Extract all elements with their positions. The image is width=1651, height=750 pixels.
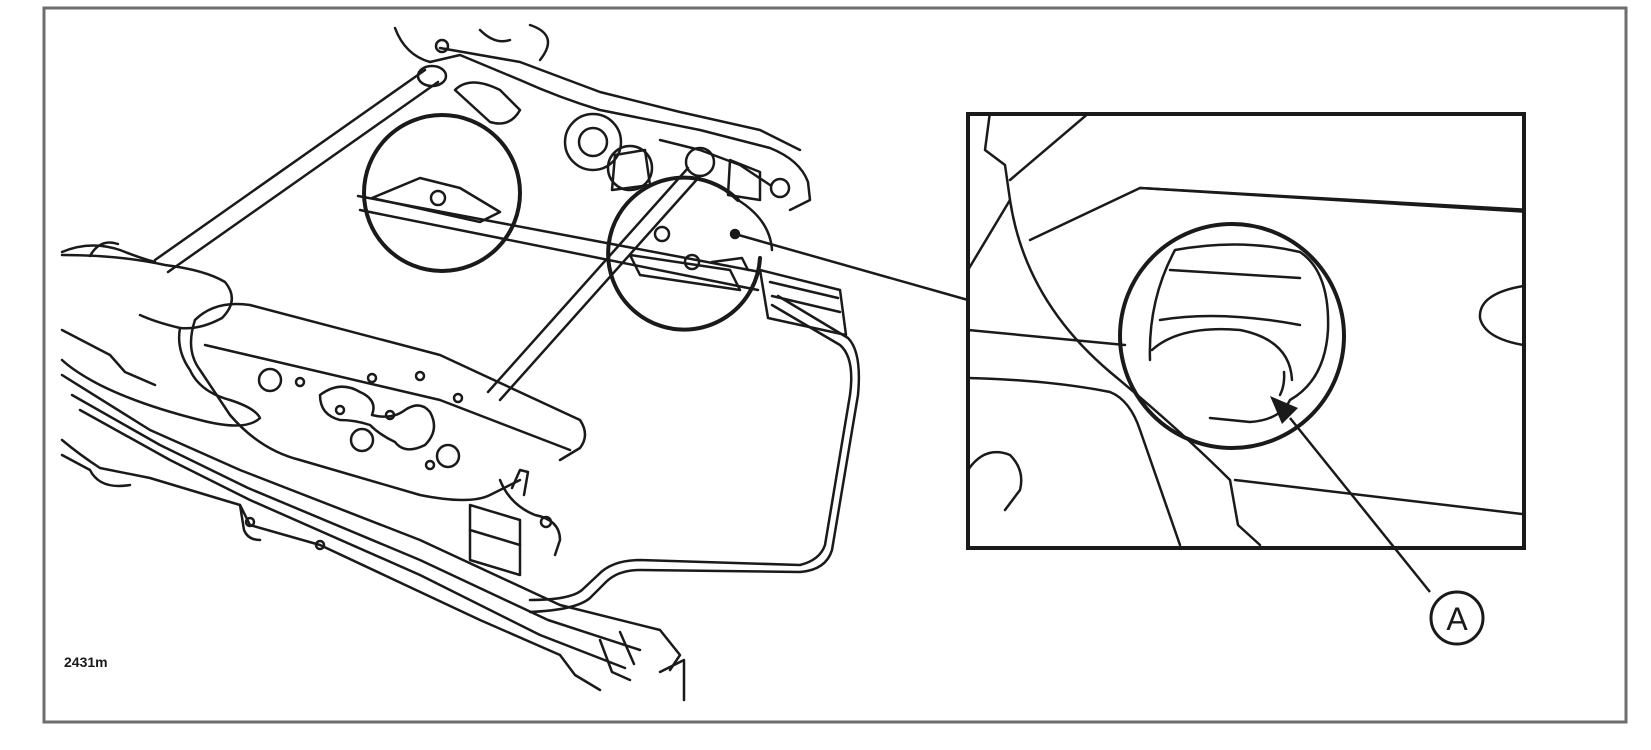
detail-inset [966, 112, 1526, 550]
callout-circle [1429, 590, 1485, 646]
hole-highlight-circle [1118, 222, 1346, 450]
zoom-leader-line [733, 232, 970, 302]
seat-frame-drawing [60, 23, 970, 702]
operator-hand [60, 253, 262, 427]
detail-circle-right [606, 175, 762, 332]
detail-circle-left [362, 113, 522, 273]
figure-reference-code: 2431m [64, 654, 108, 670]
middle-cross-rod [486, 166, 702, 402]
callout-a: A [1270, 396, 1485, 646]
callout-arrowhead [1270, 396, 1298, 424]
callout-label: A [1446, 601, 1468, 637]
upper-slider-rail [356, 176, 762, 292]
bent-wire-loop [528, 294, 861, 614]
upper-recliner-bracket [393, 23, 812, 212]
inset-enlarged-view [968, 114, 1524, 547]
callout-arrow-line [1289, 417, 1431, 593]
lower-seat-rail [60, 328, 686, 702]
left-tube-end [60, 244, 157, 264]
lower-seat-bracket [189, 302, 587, 557]
left-cross-rod [153, 64, 448, 274]
